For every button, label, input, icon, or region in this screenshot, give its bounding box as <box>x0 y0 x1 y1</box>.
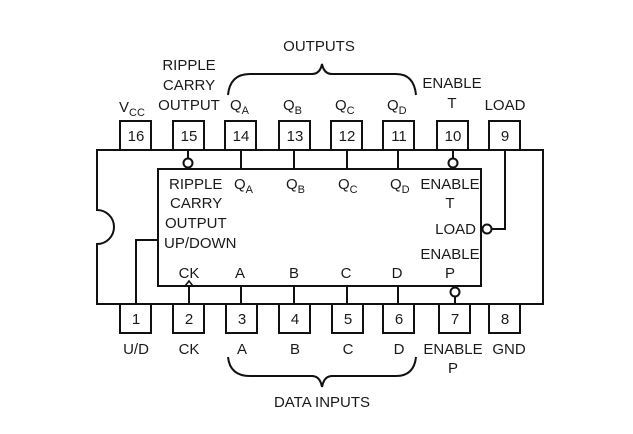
pin-number: 8 <box>501 311 509 328</box>
pin-number: 15 <box>181 128 198 145</box>
pin15-label-line1: RIPPLE <box>162 57 215 74</box>
pin14-label: QA <box>230 97 250 117</box>
pin11-label: QD <box>387 97 407 117</box>
bottom-pin-3: 3 <box>225 303 258 334</box>
pin-number: 3 <box>238 311 246 328</box>
clock-edge-marker <box>184 279 194 287</box>
pin15-inversion-bubble <box>182 157 194 169</box>
pin-number: 11 <box>391 128 407 145</box>
pin-number: 1 <box>132 311 140 328</box>
inner-ripple-line1: RIPPLE <box>169 176 222 193</box>
pin1-label: U/D <box>123 341 149 358</box>
bottom-pin-1: 1 <box>119 303 152 334</box>
inner-load: LOAD <box>435 221 476 238</box>
outputs-group-label: OUTPUTS <box>283 38 355 55</box>
inner-qb: QB <box>286 176 305 196</box>
top-pin-15: 15 <box>172 120 205 151</box>
pin15-label-line3: OUTPUT <box>158 97 220 114</box>
pin-number: 13 <box>287 128 304 145</box>
inner-ripple-line3: OUTPUT <box>165 215 227 232</box>
data-inputs-brace <box>227 356 417 388</box>
inner-up-down: UP/DOWN <box>164 235 237 252</box>
pin-number: 5 <box>344 311 352 328</box>
inner-enable-t-line1: ENABLE <box>420 176 479 193</box>
pin7-label-line1: ENABLE <box>423 341 482 358</box>
pin-number: 16 <box>128 128 145 145</box>
pin13-label: QB <box>283 97 302 117</box>
top-pin-11: 11 <box>382 120 415 151</box>
pin-number: 2 <box>185 311 193 328</box>
package-outline <box>96 149 544 305</box>
data-inputs-group-label: DATA INPUTS <box>274 394 370 411</box>
inner-enable-p-line1: ENABLE <box>420 246 479 263</box>
pin-number: 4 <box>291 311 299 328</box>
pin-number: 14 <box>233 128 250 145</box>
inner-c: C <box>341 265 352 282</box>
inner-qd: QD <box>390 176 410 196</box>
pin9-label: LOAD <box>485 97 526 114</box>
pin10-label-line1: ENABLE <box>422 75 481 92</box>
inner-d: D <box>392 265 403 282</box>
pin-number: 10 <box>445 128 462 145</box>
pin3-label: A <box>237 341 247 358</box>
top-pin-16: 16 <box>119 120 152 151</box>
inner-ripple-line2: CARRY <box>170 195 222 212</box>
bottom-pin-8: 8 <box>488 303 521 334</box>
inner-b: B <box>289 265 299 282</box>
inner-qa: QA <box>234 176 254 196</box>
pin6-label: D <box>394 341 405 358</box>
top-pin-10: 10 <box>436 120 469 151</box>
pin10-label-line2: T <box>447 95 456 112</box>
top-pin-14: 14 <box>224 120 257 151</box>
pin7-label-line2: P <box>448 360 458 377</box>
pin12-label: QC <box>335 97 355 117</box>
pin-number: 6 <box>395 311 403 328</box>
inner-enable-p-line2: P <box>445 265 455 282</box>
bottom-pin-6: 6 <box>382 303 415 334</box>
bottom-pin-2: 2 <box>172 303 205 334</box>
bottom-pin-7: 7 <box>438 303 471 334</box>
pin-number: 9 <box>501 128 509 145</box>
pin-number: 7 <box>451 311 459 328</box>
pin7-inversion-bubble <box>449 286 461 298</box>
outputs-brace <box>227 63 417 96</box>
bottom-pin-4: 4 <box>278 303 311 334</box>
pin-number: 12 <box>339 128 356 145</box>
inner-enable-t-line2: T <box>445 195 454 212</box>
pin10-inversion-bubble <box>447 157 459 169</box>
pin15-label-line2: CARRY <box>163 77 215 94</box>
pin4-label: B <box>290 341 300 358</box>
top-pin-13: 13 <box>278 120 311 151</box>
bottom-pin-5: 5 <box>331 303 364 334</box>
pin1-wire <box>135 239 158 304</box>
pin16-label: VCC <box>119 99 145 119</box>
inner-qc: QC <box>338 176 358 196</box>
logic-block <box>157 168 482 287</box>
pin2-label: CK <box>179 341 200 358</box>
inner-a: A <box>235 265 245 282</box>
load-inversion-bubble <box>481 223 493 235</box>
top-pin-12: 12 <box>330 120 363 151</box>
pin8-label: GND <box>492 341 526 358</box>
top-pin-9: 9 <box>488 120 521 151</box>
pin9-wire <box>492 150 506 230</box>
pin5-label: C <box>343 341 354 358</box>
inner-ck: CK <box>179 265 200 282</box>
